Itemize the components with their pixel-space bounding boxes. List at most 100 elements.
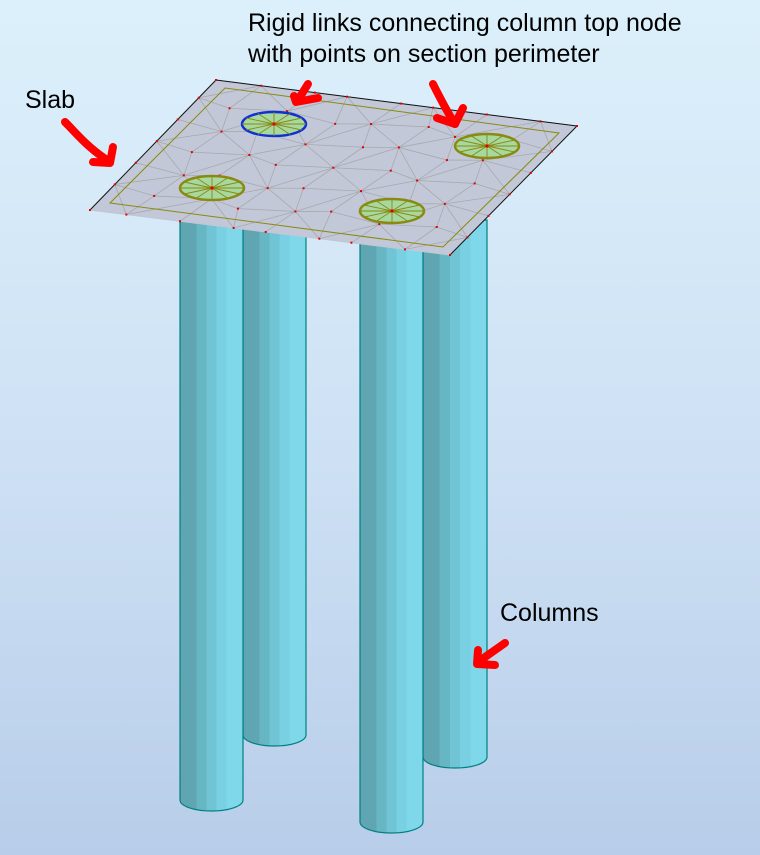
- arrow-slab: [61, 118, 117, 167]
- column-right-front[interactable]: [359, 219, 424, 834]
- mesh-node: [487, 214, 490, 217]
- rigid-link: [364, 204, 393, 212]
- slab-edge-right: [449, 125, 578, 256]
- rigid-link: [184, 181, 213, 189]
- mesh-node: [318, 237, 321, 240]
- rigid-link: [211, 187, 229, 199]
- mesh-node: [220, 130, 223, 133]
- mesh-node: [89, 209, 91, 211]
- mesh-node: [176, 118, 179, 121]
- rigid-link: [273, 123, 302, 131]
- arrow-columns: [473, 639, 509, 669]
- arrow-rigid-left: [290, 80, 322, 106]
- mesh-node: [228, 107, 231, 110]
- mesh-nodes: [89, 79, 578, 256]
- mesh-node: [332, 166, 335, 169]
- mesh-node: [399, 102, 402, 105]
- rigid-link-support-front-left[interactable]: [178, 174, 246, 202]
- rigid-links-line-2: with points on section perimeter: [248, 40, 600, 68]
- column-left-front[interactable]: [179, 199, 244, 812]
- mesh-node: [215, 79, 217, 81]
- rigid-link: [391, 210, 420, 218]
- mesh-node: [481, 159, 484, 162]
- rigid-link: [486, 139, 515, 147]
- mesh-node: [576, 125, 578, 127]
- column-top-node: [390, 209, 394, 213]
- mesh-node: [397, 146, 400, 149]
- rigid-link: [459, 139, 488, 147]
- mesh-node: [286, 110, 289, 113]
- mesh-node: [454, 135, 457, 138]
- mesh-node: [330, 210, 333, 213]
- mesh-node: [529, 171, 532, 174]
- rigid-link: [486, 145, 504, 157]
- rigid-link: [273, 117, 302, 125]
- mesh-node: [485, 113, 488, 116]
- mesh-node: [361, 146, 364, 149]
- mesh-node: [274, 163, 277, 166]
- mesh-node: [443, 202, 446, 205]
- rigid-links-line-1: Rigid links connecting column top node: [248, 9, 682, 37]
- columns-annotation: Columns: [500, 599, 599, 627]
- rigid-link: [486, 145, 515, 153]
- mesh-node: [153, 194, 156, 197]
- mesh-node: [182, 174, 185, 177]
- mesh-node: [155, 140, 158, 143]
- mesh-node: [449, 254, 451, 256]
- rigid-link: [273, 123, 291, 135]
- arrow-rigid-right: [429, 80, 467, 128]
- slab-edge-left: [89, 79, 217, 211]
- mesh-node: [360, 190, 363, 193]
- rigid-link: [375, 210, 393, 222]
- mesh-node: [346, 95, 349, 98]
- rigid-link: [364, 210, 393, 218]
- rigid-link: [391, 204, 420, 212]
- rigid-link: [257, 113, 275, 125]
- mesh-node: [302, 187, 305, 190]
- mesh-node: [416, 179, 419, 182]
- rigid-link-support-front-right[interactable]: [358, 197, 426, 225]
- mesh-node: [539, 120, 542, 123]
- rigid-link: [184, 187, 213, 195]
- slab-annotation: Slab: [25, 86, 76, 114]
- mesh-node: [466, 236, 469, 239]
- column-right-back[interactable]: [422, 219, 488, 769]
- mesh-node: [190, 151, 193, 154]
- rigid-link: [459, 145, 488, 153]
- rigid-link: [486, 135, 504, 147]
- rigid-link: [211, 177, 229, 189]
- rigid-links-annotation: Rigid links connecting column top node w…: [248, 8, 682, 70]
- mesh-node: [431, 106, 434, 109]
- rigid-link: [246, 117, 275, 125]
- rigid-link: [273, 113, 291, 125]
- rigid-link: [211, 187, 240, 195]
- rigid-link: [211, 181, 240, 189]
- mesh-node: [427, 125, 430, 128]
- mesh-node: [304, 143, 307, 146]
- rigid-link: [470, 145, 488, 157]
- mesh-node: [313, 91, 316, 94]
- rigid-link: [391, 200, 409, 212]
- mesh-node: [370, 123, 373, 126]
- column-top-node: [210, 186, 214, 190]
- slab[interactable]: [89, 79, 578, 256]
- rigid-link-support-back-left[interactable]: [240, 110, 308, 138]
- column-top-node: [272, 122, 276, 126]
- rigid-link-support-back-right[interactable]: [453, 132, 521, 160]
- mesh-node: [404, 248, 406, 251]
- mesh-node: [125, 213, 128, 216]
- slab-edge-back: [215, 79, 578, 127]
- column-left-back[interactable]: [242, 219, 307, 747]
- mesh-node: [389, 169, 392, 172]
- mesh-node: [435, 226, 438, 229]
- mesh-node: [473, 182, 476, 185]
- mesh-node: [350, 241, 353, 244]
- mesh-node: [260, 84, 263, 87]
- rigid-link: [195, 187, 213, 199]
- mesh-node: [378, 223, 381, 226]
- mesh-node: [294, 210, 297, 213]
- mesh-node: [248, 153, 251, 156]
- mesh-node: [266, 187, 269, 190]
- rigid-link: [195, 177, 213, 189]
